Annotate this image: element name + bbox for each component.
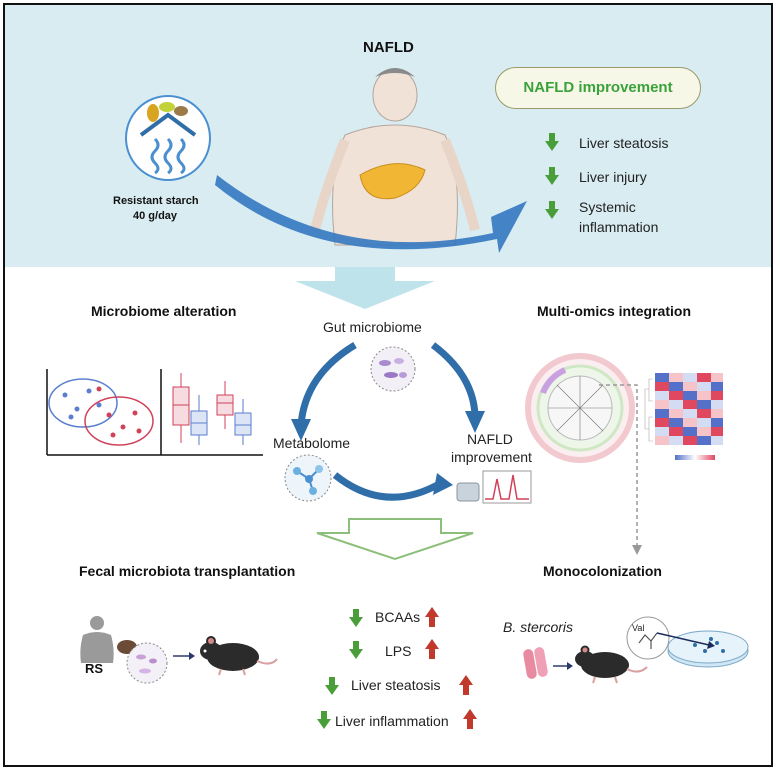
- red-up-arrow-icon: [459, 675, 473, 695]
- right-arrow-icon: [173, 652, 195, 660]
- nafld-improvement-pill: NAFLD improvement: [495, 67, 701, 109]
- metabolome-label: Metabolome: [273, 435, 351, 451]
- green-down-arrow-icon: [325, 677, 339, 695]
- gut-microbiome-label: Gut microbiome: [323, 319, 422, 335]
- nafld-label: NAFLD: [467, 431, 513, 447]
- improvement-label: improvement: [451, 449, 532, 465]
- red-up-arrow-icon: [425, 607, 439, 627]
- bacteria-icon: [523, 647, 548, 679]
- instrument-chromatogram-icon: [456, 470, 532, 504]
- metabolome-circle-icon: [284, 454, 332, 502]
- donor-person-icon: [80, 616, 114, 663]
- outcome-systemic: Systemic: [579, 199, 636, 215]
- multi-omics-title: Multi-omics integration: [537, 303, 691, 319]
- marker-lps: LPS: [385, 643, 412, 659]
- boxplot-icon: [160, 369, 263, 456]
- figure-frame: NAFLD Resistant starch 40 g/day NA: [3, 3, 773, 767]
- top-title: NAFLD: [363, 39, 414, 56]
- green-down-arrow-icon: [545, 133, 559, 151]
- patient-figure-icon: [310, 68, 480, 246]
- species-label: B. stercoris: [503, 619, 574, 635]
- valine-molecule-icon: [626, 616, 670, 660]
- marker-liver-inflammation: Liver inflammation: [335, 713, 449, 729]
- green-down-arrow-icon: [317, 711, 331, 729]
- green-down-arrow-icon: [349, 641, 363, 659]
- green-down-arrow-icon: [349, 609, 363, 627]
- red-up-arrow-icon: [463, 709, 477, 729]
- resistant-starch-label: Resistant starch: [113, 195, 199, 207]
- petri-dish-icon: [656, 630, 749, 668]
- fecal-microbiota-icon: [117, 640, 168, 684]
- transition-arrow-bottom: [316, 518, 474, 561]
- outcome-liver-injury: Liver injury: [579, 169, 647, 185]
- monocolonization-title: Monocolonization: [543, 563, 662, 579]
- outcome-liver-steatosis: Liver steatosis: [579, 135, 669, 151]
- val-label: Val: [632, 623, 645, 633]
- green-down-arrow-icon: [545, 167, 559, 185]
- pcoa-scatter-icon: [46, 369, 161, 456]
- red-up-arrow-icon: [425, 639, 439, 659]
- fmt-title: Fecal microbiota transplantation: [79, 563, 296, 579]
- mouse-icon: [200, 636, 278, 676]
- outcome-inflammation: inflammation: [579, 219, 659, 235]
- resistant-starch-icon: [125, 95, 211, 181]
- right-arrow-icon: [553, 662, 573, 670]
- green-down-arrow-icon: [545, 201, 559, 219]
- transition-arrow-top: [295, 267, 435, 309]
- dashed-connector: [599, 384, 642, 555]
- microbiome-alteration-title: Microbiome alteration: [91, 303, 237, 319]
- microbiome-circle-icon: [370, 346, 416, 392]
- marker-liver-steatosis: Liver steatosis: [351, 677, 441, 693]
- heatmap-icon: [644, 373, 723, 460]
- dose-label: 40 g/day: [133, 210, 178, 222]
- rs-label: RS: [85, 661, 104, 676]
- cycle-arrows: [291, 341, 485, 501]
- phylogenetic-tree-icon: [525, 353, 635, 463]
- intervention-arrow: [215, 175, 527, 253]
- mouse-icon: [575, 645, 648, 684]
- marker-bcaas: BCAAs: [375, 609, 421, 625]
